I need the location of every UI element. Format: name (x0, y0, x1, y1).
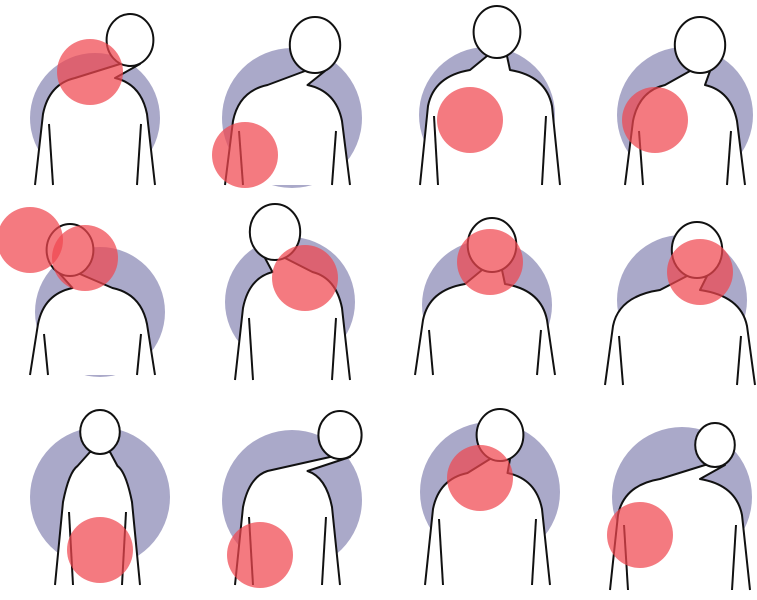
panel-elbow (212, 16, 362, 188)
arm-outline (531, 518, 537, 586)
pain-area-marker (272, 245, 338, 311)
arm-outline (248, 317, 254, 381)
arm-outline (541, 115, 547, 186)
panel-chest (419, 5, 561, 186)
pain-area-marker (57, 39, 123, 105)
head-outline (79, 409, 121, 455)
pain-area-marker (447, 445, 513, 511)
pain-area-marker (212, 122, 278, 188)
arm-outline (536, 329, 542, 376)
head-outline (694, 422, 736, 468)
pain-area-marker (457, 229, 523, 295)
arm-outline (438, 518, 444, 586)
panel-lower-back-side (607, 422, 752, 591)
head-outline (288, 16, 342, 74)
arm-outline (726, 130, 732, 186)
pain-area-marker (0, 207, 63, 273)
head-outline (248, 203, 302, 261)
panel-neck-front (30, 13, 160, 186)
pain-area-marker (622, 87, 688, 153)
pain-area-marker (67, 517, 133, 583)
arm-outline (43, 333, 49, 376)
panel-head-neck-side (0, 207, 165, 377)
panel-shoulder-back (225, 203, 355, 381)
panel-jaw-face (604, 221, 756, 386)
arm-outline (331, 130, 337, 186)
panel-lower-back-hips (30, 409, 170, 586)
panel-upper-back (420, 408, 560, 586)
panel-shoulder-front (617, 16, 753, 186)
arm-outline (731, 524, 737, 591)
arm-outline (618, 335, 624, 386)
arm-outline (48, 123, 54, 186)
head-outline (472, 5, 522, 59)
head-outline (317, 410, 363, 460)
arm-outline (136, 123, 142, 186)
arm-outline (321, 516, 327, 586)
pain-area-marker (52, 225, 118, 291)
head-outline (105, 13, 155, 67)
head-outline (673, 16, 727, 74)
arm-outline (736, 335, 742, 386)
pain-area-marker (667, 239, 733, 305)
arm-outline (428, 329, 434, 376)
arm-outline (331, 317, 337, 381)
panel-hip-side (222, 410, 363, 588)
arm-outline (136, 333, 142, 376)
pain-area-marker (227, 522, 293, 588)
panel-jaw-ear (414, 217, 556, 376)
pain-area-marker (437, 87, 503, 153)
pain-area-marker (607, 502, 673, 568)
arm-outline (433, 115, 439, 186)
